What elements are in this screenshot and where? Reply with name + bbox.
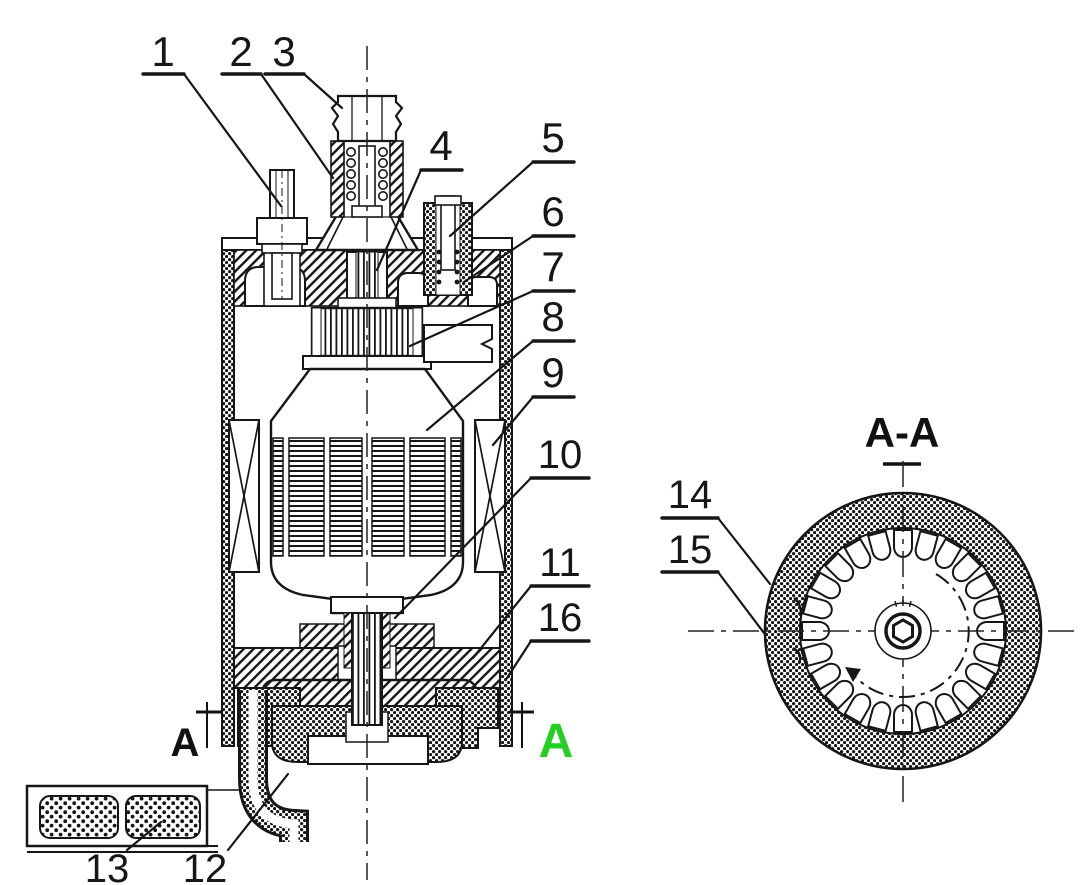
fuel-filter bbox=[25, 784, 239, 853]
svg-text:5: 5 bbox=[541, 114, 564, 161]
callout-16: 16 bbox=[505, 596, 591, 680]
svg-text:14: 14 bbox=[668, 473, 713, 517]
section-view-a-a: A-A bbox=[688, 409, 1078, 803]
leader-line bbox=[448, 160, 535, 238]
section-plane-marker-right: A bbox=[509, 702, 573, 768]
callout-3: 3 bbox=[263, 28, 344, 110]
leader-line bbox=[408, 289, 535, 348]
svg-text:13: 13 bbox=[85, 847, 130, 885]
callout-1: 1 bbox=[141, 28, 283, 208]
rotation-arrow bbox=[845, 573, 970, 699]
magnet-right bbox=[474, 419, 506, 573]
leader-line bbox=[182, 72, 283, 208]
shaft-hub bbox=[874, 600, 932, 660]
leader-line bbox=[375, 168, 423, 272]
callout-14: 14 bbox=[660, 473, 772, 586]
svg-text:1: 1 bbox=[151, 28, 174, 75]
callout-15: 15 bbox=[660, 528, 766, 635]
magnet-left bbox=[228, 419, 260, 573]
leader-line bbox=[505, 639, 533, 680]
callout-6: 6 bbox=[462, 188, 576, 284]
section-marker-a-right: A bbox=[539, 715, 574, 768]
brush-tail-marks bbox=[792, 597, 802, 665]
callout-5: 5 bbox=[448, 114, 576, 238]
inlet-elbow bbox=[238, 690, 309, 842]
callout-10: 10 bbox=[393, 433, 591, 620]
callouts: 1 2 3 4 5 6 7 bbox=[85, 28, 772, 885]
section-plane-marker-left: A bbox=[171, 702, 221, 765]
leader-line bbox=[259, 72, 335, 180]
leader-line bbox=[425, 339, 535, 432]
section-marker-a-left: A bbox=[171, 721, 200, 765]
filter-mesh-left bbox=[39, 795, 119, 839]
svg-text:6: 6 bbox=[541, 188, 564, 235]
section-view-title: A-A bbox=[865, 409, 940, 456]
callout-4: 4 bbox=[375, 122, 464, 272]
main-section-view: A A bbox=[25, 46, 573, 880]
svg-text:7: 7 bbox=[541, 243, 564, 290]
leader-line bbox=[716, 570, 766, 635]
check-valve-spring bbox=[345, 147, 388, 202]
leader-line bbox=[462, 234, 535, 284]
armature-windings bbox=[272, 437, 462, 557]
leader-line bbox=[716, 516, 772, 586]
leader-line bbox=[226, 772, 290, 852]
svg-text:8: 8 bbox=[541, 293, 564, 340]
filter-mesh-right bbox=[125, 795, 201, 839]
callout-8: 8 bbox=[425, 293, 576, 432]
svg-text:4: 4 bbox=[429, 122, 452, 169]
motor-shaft bbox=[343, 612, 391, 726]
callout-9: 9 bbox=[491, 349, 576, 447]
callout-7: 7 bbox=[408, 243, 576, 348]
svg-text:10: 10 bbox=[538, 433, 583, 477]
terminal-stud bbox=[256, 169, 308, 307]
callout-12: 12 bbox=[183, 772, 290, 885]
callout-11: 11 bbox=[471, 541, 591, 660]
svg-text:3: 3 bbox=[272, 28, 295, 75]
svg-text:11: 11 bbox=[539, 541, 581, 585]
brush-holder bbox=[423, 324, 493, 363]
hex-bore bbox=[892, 618, 914, 644]
leader-line bbox=[125, 820, 163, 852]
svg-text:12: 12 bbox=[183, 847, 228, 885]
vent-port bbox=[423, 195, 473, 296]
leader-line bbox=[471, 584, 533, 660]
svg-text:2: 2 bbox=[229, 28, 252, 75]
svg-text:9: 9 bbox=[541, 349, 564, 396]
outlet-fitting bbox=[330, 94, 404, 143]
leader-line bbox=[393, 476, 533, 620]
leader-line bbox=[302, 72, 344, 110]
callout-13: 13 bbox=[85, 820, 163, 885]
svg-text:16: 16 bbox=[538, 596, 583, 640]
leader-line bbox=[491, 395, 535, 447]
svg-text:15: 15 bbox=[668, 528, 713, 572]
callout-2: 2 bbox=[220, 28, 335, 180]
